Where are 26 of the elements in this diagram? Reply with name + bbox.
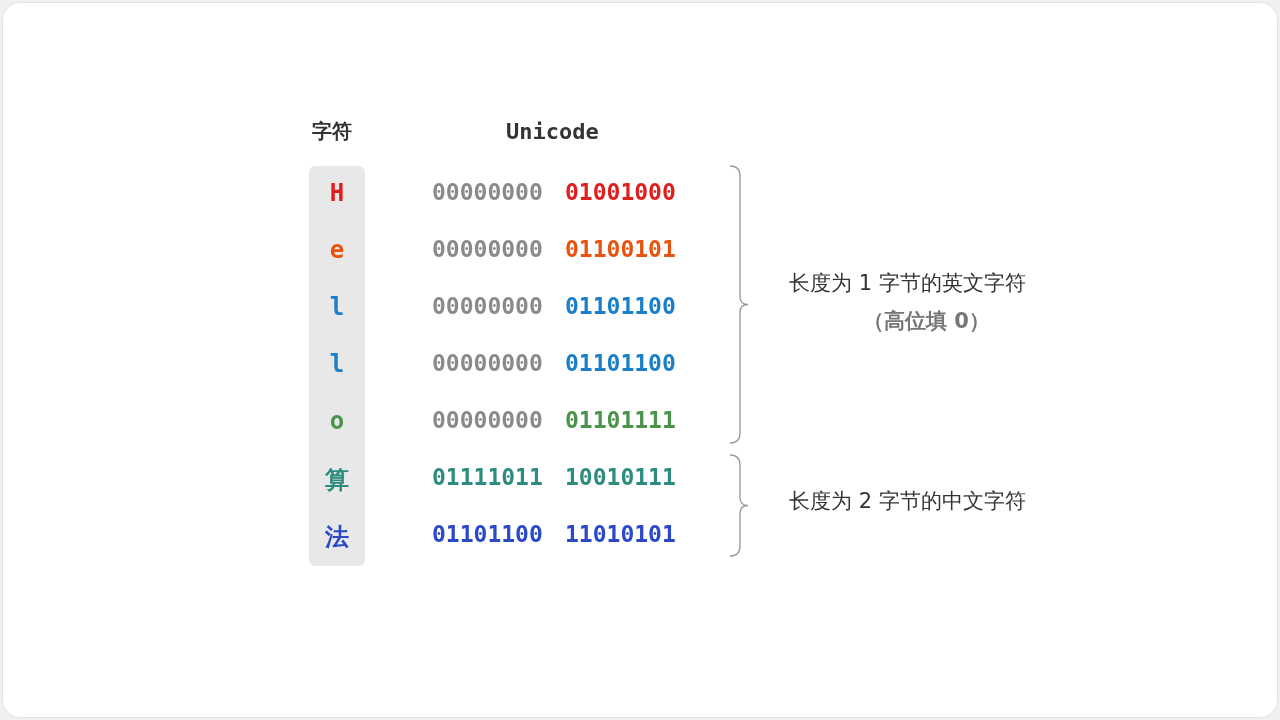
binary-code: 00000000 (432, 350, 543, 376)
binary-code: 01101100 (565, 293, 676, 319)
brace-note: 长度为 1 字节的英文字符 (789, 270, 1026, 297)
character: 法 (324, 522, 350, 551)
character: l (328, 293, 346, 323)
binary-code: 01101100 (432, 521, 543, 547)
binary-code: 00000000 (432, 236, 543, 262)
binary-code: 01101111 (565, 407, 676, 433)
character: 算 (324, 465, 350, 494)
character: H (328, 179, 346, 209)
brace-note: 长度为 2 字节的中文字符 (789, 488, 1026, 515)
binary-code: 00000000 (432, 407, 543, 433)
binary-code: 01100101 (565, 236, 676, 262)
brace-note: （高位填 0） (863, 308, 990, 335)
binary-code: 01101100 (565, 350, 676, 376)
column-header: Unicode (506, 118, 599, 144)
binary-code: 01111011 (432, 464, 543, 490)
binary-code: 10010111 (565, 464, 676, 490)
binary-code: 01001000 (565, 179, 676, 205)
column-header: 字符 (312, 117, 352, 145)
binary-code: 00000000 (432, 293, 543, 319)
binary-code: 11010101 (565, 521, 676, 547)
character: e (328, 236, 346, 266)
character: o (328, 407, 346, 437)
binary-code: 00000000 (432, 179, 543, 205)
character: l (328, 350, 346, 380)
